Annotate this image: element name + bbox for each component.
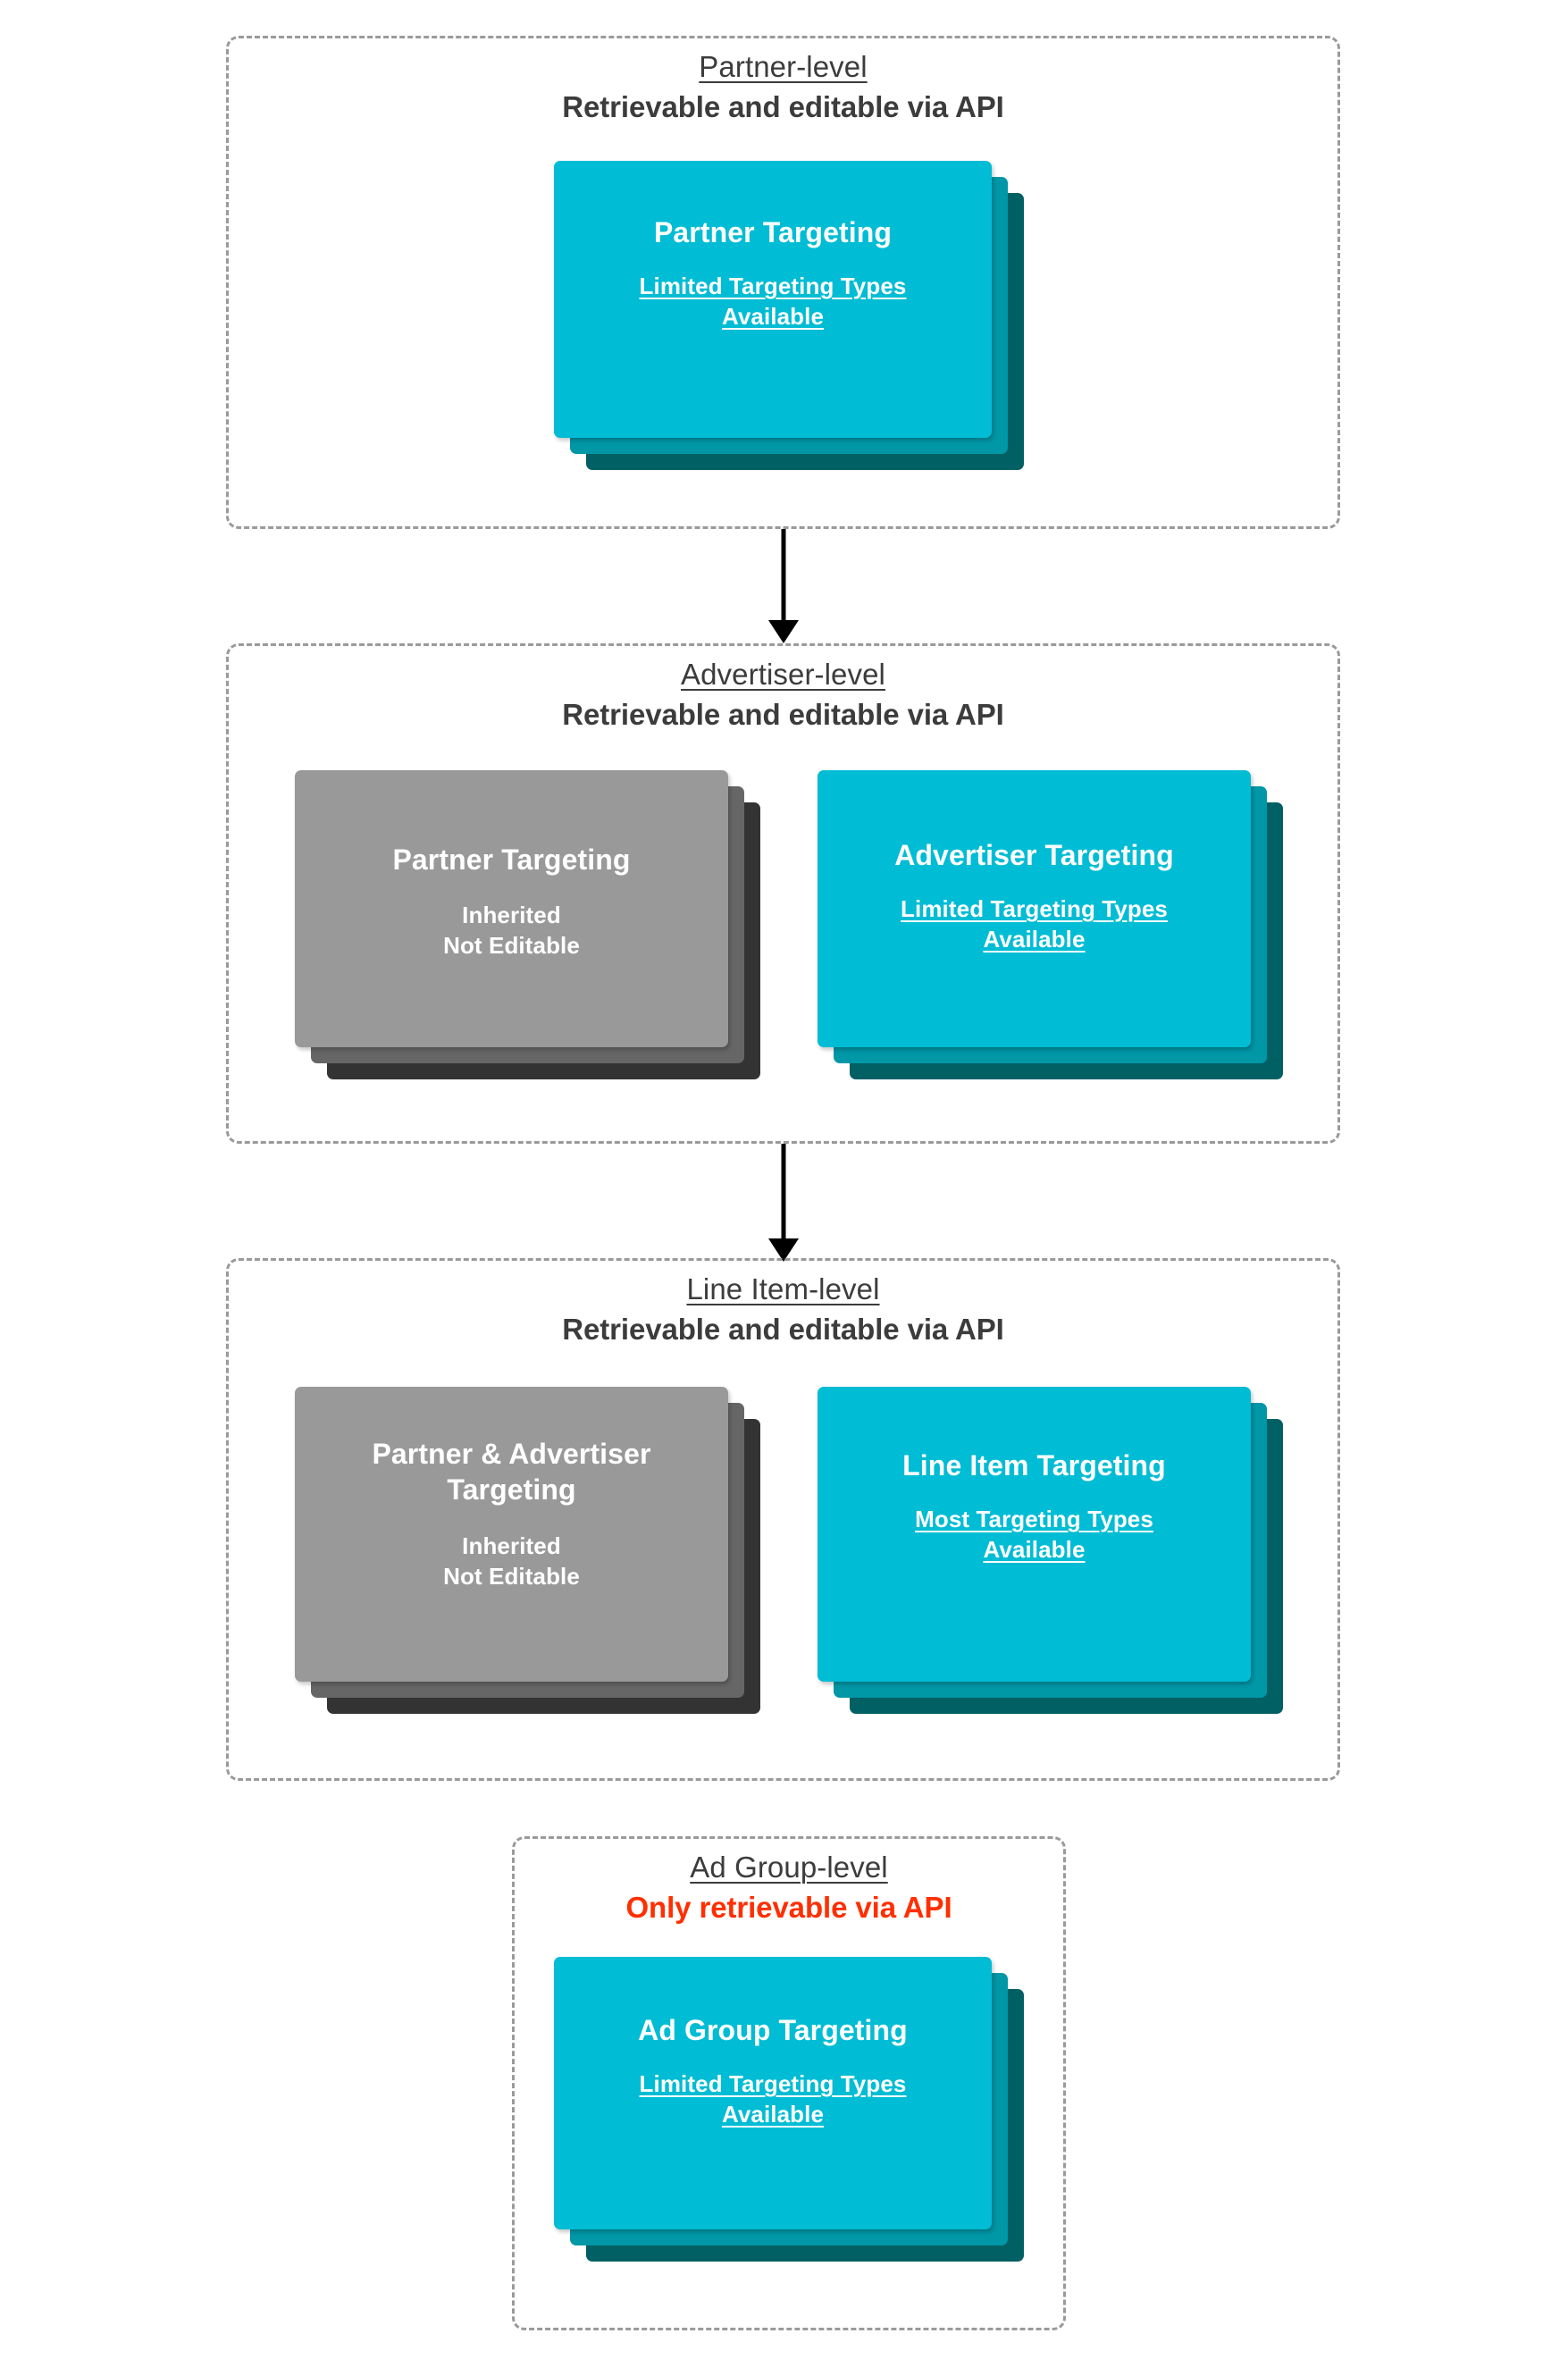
card-stack-line-item-inherited: Partner & Advertiser Targeting Inherited… <box>295 1387 760 1714</box>
level-header-line-item: Line Item-level Retrievable and editable… <box>226 1272 1340 1348</box>
arrow-shaft <box>781 529 786 622</box>
card-partner-targeting[interactable]: Partner Targeting Limited Targeting Type… <box>554 161 992 438</box>
card-advertiser-targeting[interactable]: Advertiser Targeting Limited Targeting T… <box>818 770 1251 1047</box>
card-note: Most Targeting Types Available <box>915 1506 1153 1563</box>
card-note: Inherited Not Editable <box>443 1532 580 1590</box>
level-container-ad-group <box>512 1836 1066 2330</box>
arrow-head-icon <box>768 1238 799 1262</box>
card-inherited-partner-targeting[interactable]: Partner Targeting Inherited Not Editable <box>295 770 728 1047</box>
level-container-partner <box>226 36 1340 529</box>
card-stack-line-item-targeting: Line Item Targeting Most Targeting Types… <box>818 1387 1283 1714</box>
card-title: Ad Group Targeting <box>638 2014 908 2046</box>
card-ad-group-targeting[interactable]: Ad Group Targeting Limited Targeting Typ… <box>554 1957 992 2229</box>
card-title: Partner & Advertiser Targeting <box>372 1438 651 1506</box>
card-stack-ad-group-targeting: Ad Group Targeting Limited Targeting Typ… <box>554 1957 1024 2262</box>
level-subtitle-advertiser: Retrievable and editable via API <box>562 698 1004 732</box>
card-title: Partner Targeting <box>653 216 893 248</box>
card-title: Line Item Targeting <box>902 1449 1166 1481</box>
level-title-partner: Partner-level <box>699 50 868 83</box>
card-note: Limited Targeting Types Available <box>901 895 1168 953</box>
level-header-ad-group: Ad Group-level Only retrievable via API <box>512 1850 1066 1926</box>
card-inherited-partner-advertiser-targeting[interactable]: Partner & Advertiser Targeting Inherited… <box>295 1387 728 1682</box>
arrow-head-icon <box>768 620 799 643</box>
connector-partner-to-advertiser <box>766 529 801 643</box>
card-title: Advertiser Targeting <box>894 839 1174 871</box>
card-note: Inherited Not Editable <box>443 902 580 959</box>
level-container-line-item <box>226 1258 1340 1781</box>
level-header-partner: Partner-level Retrievable and editable v… <box>226 49 1340 126</box>
level-header-advertiser: Advertiser-level Retrievable and editabl… <box>226 657 1340 734</box>
card-stack-partner-targeting: Partner Targeting Limited Targeting Type… <box>554 161 1024 470</box>
card-note: Limited Targeting Types Available <box>639 2070 907 2128</box>
card-stack-advertiser-inherited: Partner Targeting Inherited Not Editable <box>295 770 760 1079</box>
level-subtitle-line-item: Retrievable and editable via API <box>562 1313 1004 1347</box>
arrow-shaft <box>781 1144 786 1240</box>
level-title-ad-group: Ad Group-level <box>690 1851 888 1884</box>
level-subtitle-ad-group: Only retrievable via API <box>625 1891 952 1925</box>
card-title: Partner Targeting <box>392 844 631 876</box>
level-subtitle-partner: Retrievable and editable via API <box>562 90 1004 124</box>
connector-advertiser-to-line-item <box>766 1144 801 1262</box>
level-container-advertiser <box>226 643 1340 1144</box>
card-line-item-targeting[interactable]: Line Item Targeting Most Targeting Types… <box>818 1387 1251 1682</box>
level-title-line-item: Line Item-level <box>686 1272 880 1305</box>
card-stack-advertiser-targeting: Advertiser Targeting Limited Targeting T… <box>818 770 1283 1079</box>
level-title-advertiser: Advertiser-level <box>680 658 885 691</box>
card-note: Limited Targeting Types Available <box>639 273 907 330</box>
